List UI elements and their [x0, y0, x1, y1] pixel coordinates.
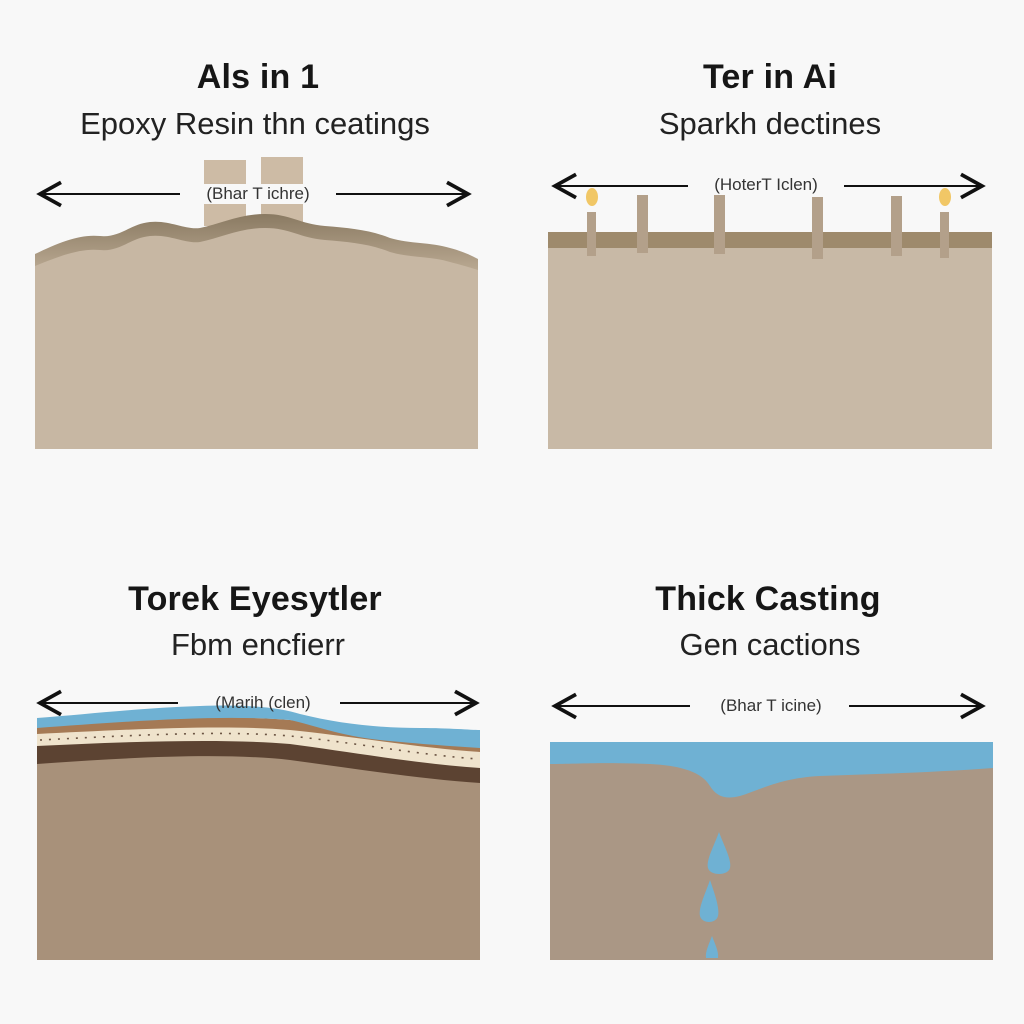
- panel-2-title: Ter in Ai: [702, 58, 838, 96]
- panel-3-title: Torek Eyesytler: [128, 580, 382, 618]
- substrate: [548, 246, 992, 449]
- substrate: [37, 754, 480, 960]
- drip: [699, 880, 719, 922]
- post: [714, 195, 725, 254]
- panel-1-dimension-label: (Bhar T ichre): [180, 184, 336, 204]
- panel-4-dimension-label: (Bhar T icine): [693, 696, 849, 716]
- panel-1-title: Als in 1: [196, 58, 320, 96]
- post: [891, 196, 902, 256]
- panel-4-subtitle: Gen cactions: [679, 627, 861, 662]
- cream-layer: [37, 725, 480, 768]
- post: [637, 195, 648, 253]
- substrate: [35, 222, 478, 449]
- brown-layer: [37, 717, 480, 752]
- panel-3-subtitle: Fbm encfierr: [171, 627, 345, 662]
- panel-4-title: Thick Casting: [655, 580, 881, 618]
- panel-3-dimension-label: (Marih (clen): [215, 693, 311, 712]
- panel-2-subtitle: Sparkh dectines: [658, 106, 882, 141]
- post: [940, 212, 949, 258]
- drip: [707, 832, 731, 874]
- drip: [705, 936, 719, 958]
- coating-wave: [35, 214, 478, 270]
- blue-topcoat: [37, 705, 480, 748]
- panel-1-subtitle: Epoxy Resin thn ceatings: [80, 106, 430, 141]
- bead: [939, 188, 951, 206]
- post: [812, 197, 823, 259]
- dark-layer: [37, 737, 480, 783]
- panel-2-diagram: [548, 172, 992, 449]
- bead: [586, 188, 598, 206]
- top-strip: [548, 232, 992, 248]
- post: [587, 212, 596, 256]
- panel-2-dimension-label: (HoterT Iclen): [688, 175, 844, 195]
- panel-3-diagram: [36, 689, 480, 960]
- blue-casting-layer: [550, 742, 993, 798]
- panel-4-diagram: [550, 692, 993, 960]
